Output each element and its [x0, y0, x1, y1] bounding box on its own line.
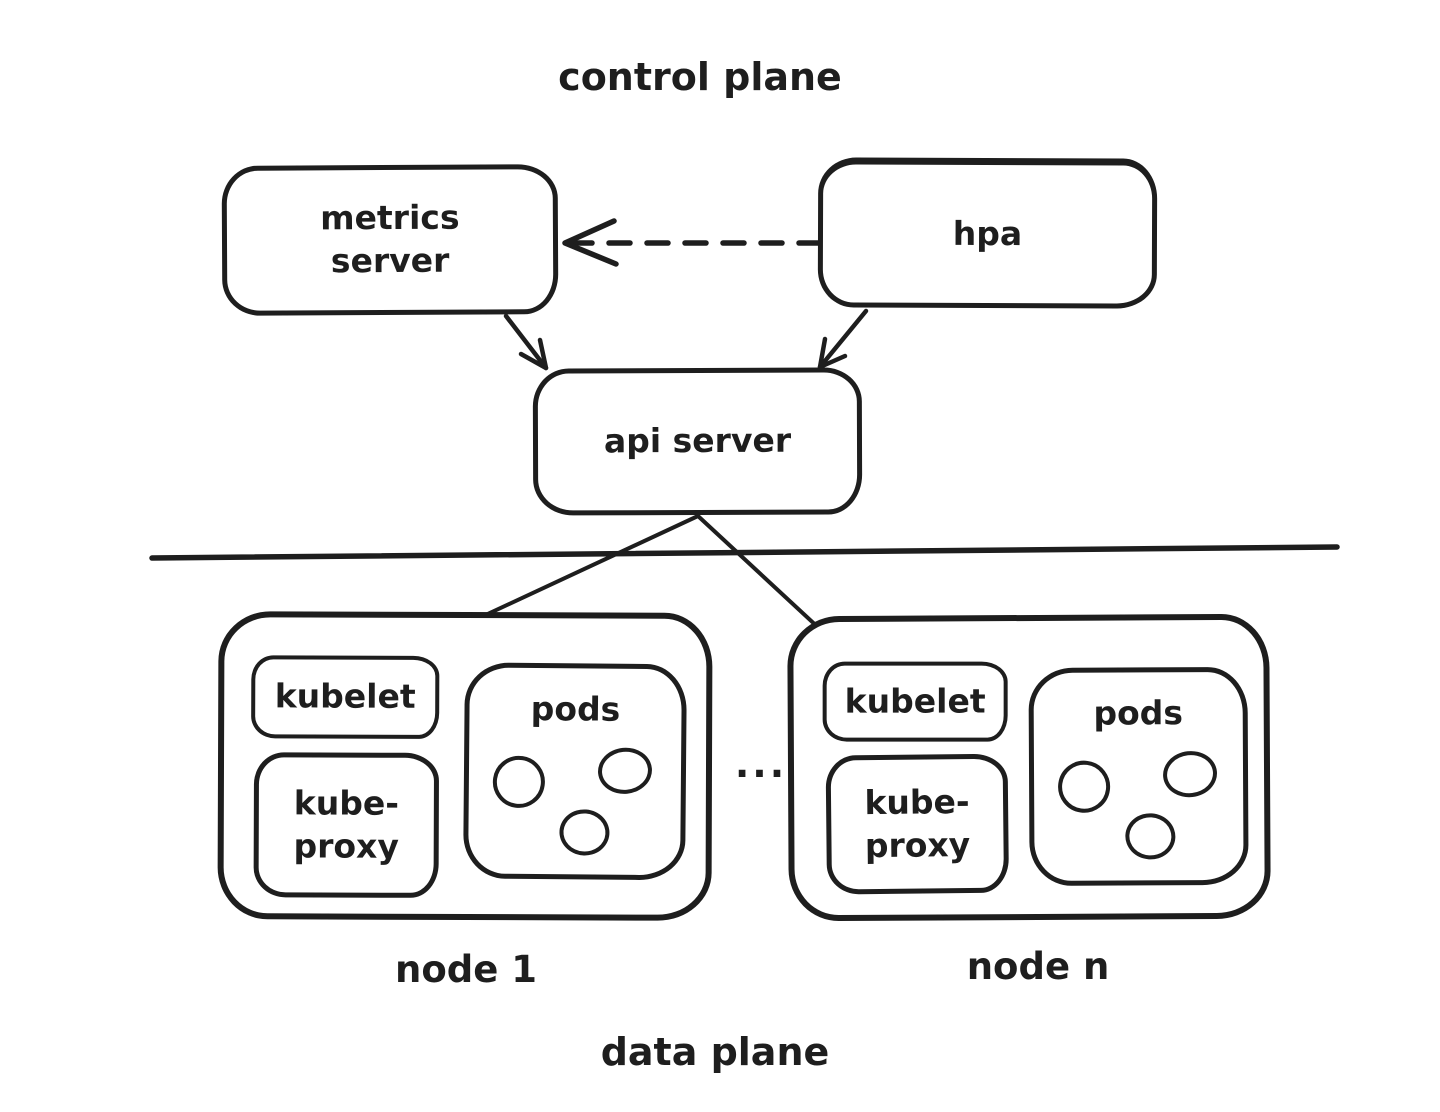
node1-kube-proxy-label-line2: proxy: [293, 825, 399, 866]
pod-circle: [557, 807, 612, 858]
noden-kube-proxy-label-line1: kube-: [864, 781, 970, 822]
node1-label: node 1: [395, 948, 537, 991]
node1-kube-proxy-box: kube- proxy: [253, 752, 440, 898]
hpa-box: hpa: [817, 157, 1158, 309]
pod-circle: [595, 745, 655, 797]
metrics-server-box: metrics server: [221, 164, 559, 316]
pod-circle: [489, 752, 549, 812]
pod-circle: [1054, 757, 1114, 816]
node1-kubelet-box: kubelet: [251, 655, 440, 739]
node1-box: kubelet kube- proxy pods: [217, 611, 713, 921]
metrics-to-api-arrow: [503, 313, 549, 371]
noden-kube-proxy-label-line2: proxy: [864, 824, 971, 865]
node1-kubelet-label: kubelet: [274, 676, 416, 716]
api-server-box: api server: [532, 367, 863, 516]
node1-pods-label: pods: [530, 688, 621, 729]
hpa-to-api-arrow: [817, 308, 869, 370]
pod-circle: [1160, 748, 1220, 800]
node1-pods-box: pods: [463, 662, 687, 881]
control-plane-title: control plane: [558, 55, 842, 99]
hpa-to-metrics-arrow: [562, 218, 823, 267]
noden-kube-proxy-box: kube- proxy: [825, 753, 1010, 895]
pod-circle: [1123, 811, 1177, 861]
metrics-server-label: metrics server: [320, 197, 460, 281]
api-server-label: api server: [603, 420, 792, 461]
noden-kubelet-label: kubelet: [844, 681, 986, 721]
noden-label: node n: [966, 945, 1110, 988]
data-plane-title: data plane: [600, 1030, 830, 1074]
hpa-label: hpa: [952, 213, 1023, 253]
noden-pods-label: pods: [1093, 693, 1184, 733]
plane-divider-line: [149, 544, 1340, 561]
node1-kube-proxy-label-line1: kube-: [293, 783, 400, 823]
noden-kubelet-box: kubelet: [822, 661, 1008, 742]
noden-box: kubelet kube- proxy pods: [787, 613, 1271, 922]
ellipsis-dots: ...: [734, 742, 788, 786]
noden-pods-box: pods: [1028, 666, 1249, 886]
